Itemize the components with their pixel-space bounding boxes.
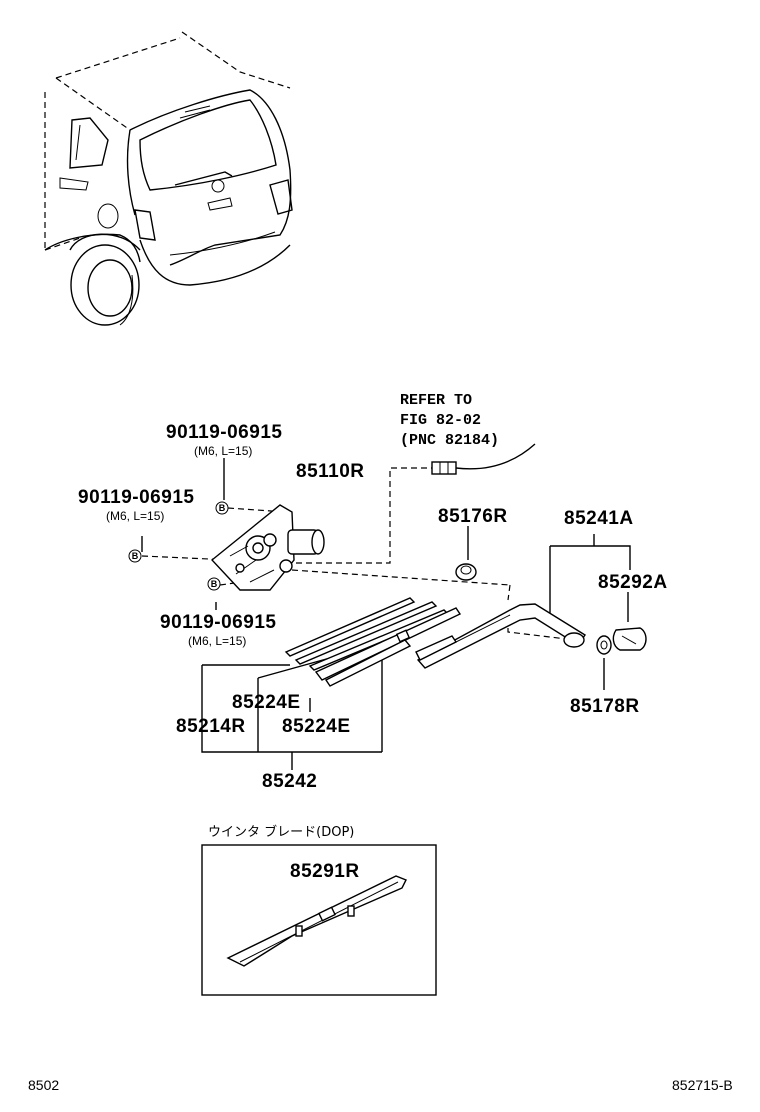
label-rubber-b: 85224E xyxy=(282,716,351,737)
label-dop: ウインタ ブレード(DOP) xyxy=(208,824,354,840)
bolt-part-no-bottom: 90119-06915 xyxy=(160,612,276,633)
label-dop-blade: 85291R xyxy=(290,861,360,882)
bolt-marker-top: B xyxy=(215,501,229,515)
refer-line-1: REFER TO xyxy=(400,392,472,409)
arm-cover xyxy=(612,627,647,651)
bolt-marker-bottom: B xyxy=(207,577,221,591)
refer-line-3: (PNC 82184) xyxy=(400,432,499,449)
bolt-part-no-left: 90119-06915 xyxy=(78,487,194,508)
leader-lines xyxy=(141,443,631,770)
footer-right: 852715-B xyxy=(672,1077,733,1093)
bolt-marker-label: B xyxy=(219,503,226,513)
harness-connector xyxy=(431,461,457,475)
vehicle-illustration xyxy=(44,31,293,326)
footer-left: 8502 xyxy=(28,1077,59,1093)
label-arm-assy: 85241A xyxy=(564,508,634,529)
bolt-spec-top: (M6, L=15) xyxy=(194,444,252,458)
label-blade-left: 85214R xyxy=(176,716,246,737)
bolt-marker-label: B xyxy=(132,551,139,561)
label-motor: 85110R xyxy=(296,461,365,482)
label-cap: 85176R xyxy=(438,506,508,527)
bolt-part-no-top: 90119-06915 xyxy=(166,422,282,443)
bolt-spec-bottom: (M6, L=15) xyxy=(188,634,246,648)
dop-box xyxy=(201,844,437,996)
label-blade-set: 85242 xyxy=(262,771,317,792)
refer-line-2: FIG 82-02 xyxy=(400,412,481,429)
label-nut: 85178R xyxy=(570,696,640,717)
pivot-cap xyxy=(455,563,477,581)
label-rubber-a: 85224E xyxy=(232,692,301,713)
labels: 90119-06915 (M6, L=15) 90119-06915 (M6, … xyxy=(28,392,733,1093)
bolt-marker-left: B xyxy=(128,549,142,563)
dop-blade xyxy=(226,875,407,967)
bolt-spec-left: (M6, L=15) xyxy=(106,509,164,523)
nut xyxy=(596,635,612,655)
wiper-arm xyxy=(415,603,586,669)
bolt-marker-label: B xyxy=(211,579,218,589)
wiper-motor xyxy=(210,504,325,591)
label-arm-cover: 85292A xyxy=(598,572,668,593)
blade-assembly xyxy=(284,597,462,687)
